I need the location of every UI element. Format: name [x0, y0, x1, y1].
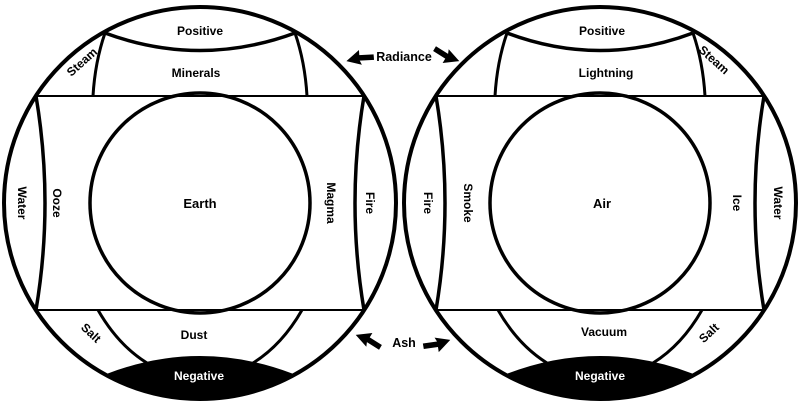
earth-upper-left-wedge-line — [91, 32, 107, 97]
air-fire-label: Fire — [421, 192, 435, 214]
earth-lower-right-wedge-line — [252, 309, 304, 365]
ash-right-arrow-icon — [421, 332, 453, 357]
air-inner-circle — [488, 91, 712, 315]
radiance-left-arrow-icon — [344, 46, 376, 69]
air-upper-right-wedge-line — [691, 32, 707, 97]
air-center-label: Air — [593, 196, 611, 211]
air-negative-label: Negative — [575, 369, 625, 383]
earth-magma-label: Magma — [324, 182, 338, 224]
earth-dust-label: Dust — [181, 328, 208, 342]
air-positive-label: Positive — [579, 24, 625, 38]
radiance-right-arrow-icon — [430, 44, 462, 69]
air-upper-left-wedge-line — [493, 32, 509, 97]
radiance-label: Radiance — [376, 50, 432, 64]
earth-inner-circle — [88, 91, 312, 315]
connector-group: Radiance Ash — [344, 44, 462, 357]
earth-minerals-label: Minerals — [172, 66, 221, 80]
earth-ooze-label: Ooze — [50, 188, 64, 218]
air-smoke-label: Smoke — [461, 183, 475, 223]
ash-left-arrow-icon — [353, 327, 385, 352]
ash-label: Ash — [392, 336, 416, 350]
earth-negative-label: Negative — [174, 369, 224, 383]
earth-positive-label: Positive — [177, 24, 223, 38]
earth-water-label: Water — [15, 187, 29, 220]
air-water-label: Water — [771, 187, 785, 220]
earth-lower-left-wedge-line — [96, 309, 148, 365]
air-ice-label: Ice — [730, 195, 744, 212]
earth-positive-lens-arc — [104, 31, 296, 53]
air-fire-crescent-arc — [434, 95, 447, 311]
air-lightning-label: Lightning — [579, 66, 634, 80]
air-lower-right-wedge-line — [652, 309, 704, 365]
air-water-crescent-arc — [753, 95, 766, 311]
earth-fire-crescent-arc — [353, 95, 366, 311]
earth-upper-right-wedge-line — [293, 32, 309, 97]
air-lower-left-wedge-line — [496, 309, 548, 365]
air-plane-group: Positive Steam Lightning Fire Smoke Air … — [402, 5, 798, 401]
air-positive-lens-arc — [506, 31, 694, 53]
air-vacuum-label: Vacuum — [581, 325, 627, 339]
earth-center-label: Earth — [183, 196, 216, 211]
earth-negative-lens — [104, 356, 296, 400]
earth-fire-label: Fire — [363, 192, 377, 214]
earth-plane-group: Positive Steam Minerals Water Ooze Earth… — [2, 5, 398, 401]
earth-water-crescent-arc — [34, 95, 47, 311]
air-negative-lens — [504, 356, 696, 400]
